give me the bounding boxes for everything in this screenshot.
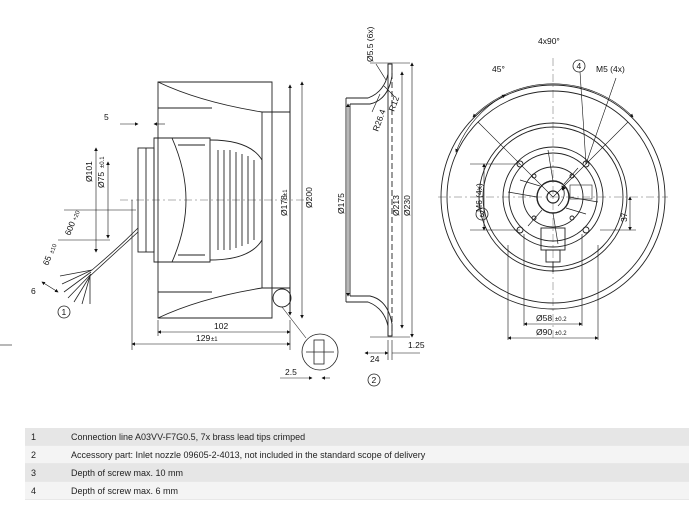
dim-m5: M5 (4x) — [596, 64, 625, 74]
dim-600: 600 — [63, 220, 78, 237]
cooling-fins — [209, 139, 263, 261]
nozzle-labels: Ø5.5 (6x) R12 R26.4 Ø175 Ø213 Ø230 24 1.… — [336, 26, 425, 387]
nozzle-dimensions — [346, 62, 420, 360]
dim-600-tol: +20 — [72, 209, 82, 221]
dim-1-25: 1.25 — [408, 340, 425, 350]
dim-101: Ø101 — [84, 161, 94, 182]
dim-2-5: 2.5 — [285, 367, 297, 377]
note-number: 3 — [25, 463, 65, 482]
note-row: 1 Connection line A03VV-F7G0.5, 7x brass… — [25, 428, 689, 446]
callout-1: 1 — [62, 307, 67, 317]
connection-cable — [59, 227, 139, 305]
dim-230: Ø230 — [402, 195, 412, 216]
dim-75-tol: ±0.1 — [100, 156, 106, 168]
dim-102: 102 — [214, 321, 228, 331]
dim-90: Ø90 — [536, 327, 552, 337]
note-row: 3 Depth of screw max. 10 mm — [25, 463, 689, 482]
detail-circle — [272, 288, 292, 308]
dim-4x90: 4x90° — [538, 36, 560, 46]
note-number: 1 — [25, 428, 65, 446]
dim-178: Ø178 — [279, 195, 289, 216]
detail-view — [280, 306, 339, 380]
motor-body — [153, 137, 187, 263]
impeller-outline — [157, 81, 273, 319]
dim-5-5: Ø5.5 (6x) — [365, 26, 375, 62]
notes-table: 1 Connection line A03VV-F7G0.5, 7x brass… — [25, 428, 689, 500]
dim-65: 65 — [41, 254, 54, 267]
dim-213: Ø213 — [391, 195, 401, 216]
note-text: Accessory part: Inlet nozzle 09605-2-401… — [65, 445, 689, 464]
callout-4-circle — [572, 59, 586, 73]
dim-200: Ø200 — [304, 187, 314, 208]
dim-178-tol: ±1 — [283, 189, 289, 196]
dim-m6: M6 (4x) — [474, 183, 484, 212]
dim-6: 6 — [31, 286, 36, 296]
side-view — [59, 81, 310, 319]
front-view — [438, 58, 668, 340]
dim-r12: R12 — [386, 94, 401, 112]
dim-175: Ø175 — [336, 193, 346, 214]
dim-58: Ø58 — [536, 313, 552, 323]
nozzle-profile — [346, 63, 393, 105]
dim-45: 45° — [492, 64, 505, 74]
callout-3-circle — [475, 207, 489, 221]
outer-housing — [440, 84, 666, 310]
note-number: 4 — [25, 481, 65, 500]
side-view-dimensions — [0, 81, 304, 350]
callout-2-circle — [367, 373, 381, 387]
dim-r26: R26.4 — [370, 108, 387, 133]
note-row: 4 Depth of screw max. 6 mm — [25, 481, 689, 500]
dim-24: 24 — [370, 354, 380, 364]
callout-4: 4 — [577, 61, 582, 71]
dim-129: 129 — [196, 333, 210, 343]
dim-37: 37 — [619, 212, 629, 222]
dim-90-tol: ±0.2 — [555, 331, 567, 337]
motor-housing — [502, 146, 604, 248]
front-view-labels: 4x90° 45° M5 (4x) M6 (4x) 37 Ø58 ±0.2 Ø9… — [474, 36, 629, 337]
note-text: Depth of screw max. 10 mm — [65, 463, 689, 482]
callout-3: 3 — [480, 209, 485, 219]
front-view-dimensions — [455, 71, 636, 340]
dim-65-tol: ±10 — [49, 243, 59, 255]
callout-1-circle — [57, 305, 71, 319]
dim-58-tol: ±0.2 — [555, 317, 567, 323]
side-view-labels: 5 Ø101 Ø75 ±0.1 600 +20 65 ±10 6 Ø178 ±1… — [31, 112, 314, 377]
dim-129-tol: ±1 — [211, 337, 218, 343]
dim-5: 5 — [104, 112, 109, 122]
note-row: 2 Accessory part: Inlet nozzle 09605-2-4… — [25, 445, 689, 464]
callout-2: 2 — [372, 375, 377, 385]
technical-drawing: 5 Ø101 Ø75 ±0.1 600 +20 65 ±10 6 Ø178 ±1… — [0, 26, 668, 387]
note-text: Depth of screw max. 6 mm — [65, 481, 689, 500]
note-text: Connection line A03VV-F7G0.5, 7x brass l… — [65, 428, 689, 446]
note-number: 2 — [25, 445, 65, 464]
nozzle-view — [345, 62, 410, 338]
dim-75: Ø75 — [96, 172, 106, 188]
